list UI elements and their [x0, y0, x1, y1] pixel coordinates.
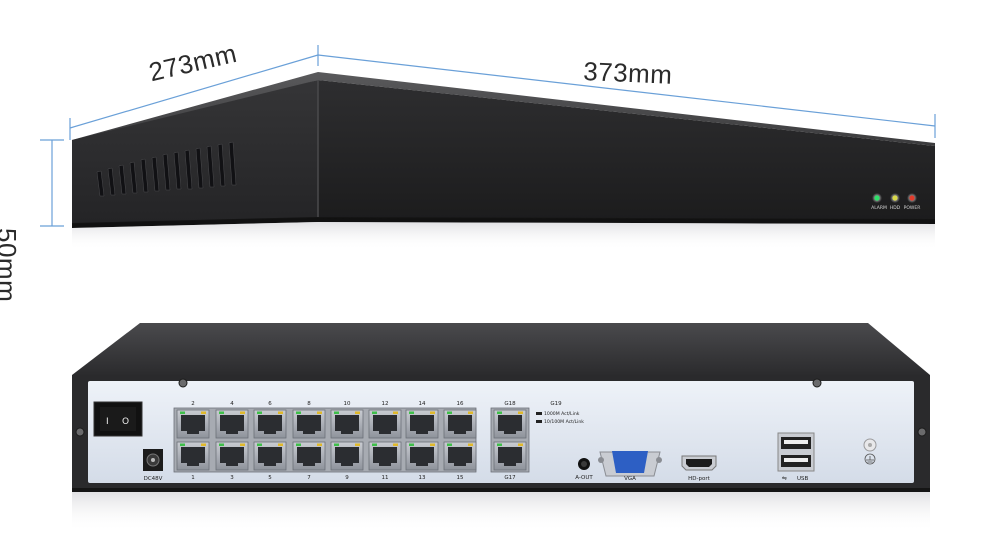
dimension-lines — [40, 45, 936, 227]
audio-out-label: A-OUT — [575, 475, 593, 481]
lan-port[interactable] — [292, 441, 326, 471]
svg-text:2: 2 — [191, 401, 195, 407]
hdmi-port[interactable] — [681, 455, 717, 471]
side-vents — [96, 141, 237, 197]
top-port-numbers: 2 4 6 8 10 12 14 16 — [191, 401, 464, 407]
usb-icon: ⇋ — [782, 475, 787, 482]
usb-label: USB — [797, 476, 809, 482]
svg-text:9: 9 — [345, 475, 349, 481]
svg-text:3: 3 — [230, 475, 234, 481]
legend-item-fast-ethernet: 10/100M Act/Link — [544, 419, 584, 425]
ground-terminal-icon — [863, 438, 877, 465]
legend-item-gigabit: 1000M Act/Link — [544, 411, 580, 417]
usb-ports[interactable] — [777, 432, 815, 472]
alarm-label: ALARM — [871, 205, 887, 211]
uplink-top-label: G18 — [504, 401, 516, 407]
alarm-led-icon — [874, 195, 880, 201]
screws — [75, 378, 927, 437]
power-switch[interactable]: I O — [93, 401, 143, 437]
lan-port[interactable] — [443, 441, 477, 471]
lan-port[interactable] — [215, 409, 249, 439]
lan-port[interactable] — [292, 409, 326, 439]
vga-label: VGA — [624, 476, 636, 482]
lan-port[interactable] — [253, 441, 287, 471]
lan-port[interactable] — [330, 441, 364, 471]
svg-text:12: 12 — [382, 401, 389, 407]
svg-text:I: I — [106, 417, 109, 427]
lan-port[interactable] — [405, 409, 439, 439]
svg-text:10: 10 — [344, 401, 351, 407]
lan-port[interactable] — [405, 441, 439, 471]
nvr-rear-view: I O DC48V 2 4 6 8 10 12 14 16 — [72, 323, 930, 532]
legend-title: G19 — [550, 401, 562, 407]
bottom-port-numbers: 1 3 5 7 9 11 13 15 — [191, 475, 464, 481]
lan-port[interactable] — [443, 409, 477, 439]
hdmi-label: HD-port — [688, 476, 710, 482]
poe-lan-ports — [173, 407, 477, 473]
front-indicators: ALARM HDD POWER — [871, 193, 920, 211]
svg-text:16: 16 — [457, 401, 464, 407]
lan-port[interactable] — [176, 409, 210, 439]
audio-out-jack[interactable] — [578, 458, 590, 470]
uplink-port-g17[interactable] — [493, 441, 527, 471]
lan-port[interactable] — [368, 409, 402, 439]
power-label: POWER — [904, 205, 921, 211]
power-led-icon — [909, 195, 915, 201]
svg-text:7: 7 — [307, 475, 311, 481]
svg-text:4: 4 — [230, 401, 234, 407]
svg-text:13: 13 — [419, 475, 426, 481]
svg-text:11: 11 — [382, 475, 389, 481]
dc-power-jack[interactable] — [143, 449, 163, 471]
dc-input-label: DC48V — [144, 476, 163, 482]
svg-text:15: 15 — [457, 475, 464, 481]
hdd-label: HDD — [890, 205, 901, 211]
hdd-led-icon — [892, 195, 898, 201]
svg-text:14: 14 — [419, 401, 426, 407]
lan-port[interactable] — [215, 441, 249, 471]
svg-text:6: 6 — [268, 401, 272, 407]
lan-port[interactable] — [368, 441, 402, 471]
uplink-port-g18[interactable] — [493, 409, 527, 439]
lan-port[interactable] — [176, 441, 210, 471]
svg-text:5: 5 — [268, 475, 272, 481]
svg-text:8: 8 — [307, 401, 311, 407]
lan-port[interactable] — [253, 409, 287, 439]
nvr-front-view: ALARM HDD POWER — [71, 72, 936, 250]
svg-text:O: O — [122, 417, 129, 427]
svg-text:1: 1 — [191, 475, 195, 481]
lan-port[interactable] — [330, 409, 364, 439]
uplink-bottom-label: G17 — [504, 475, 516, 481]
vga-port[interactable] — [598, 451, 662, 477]
uplink-ports — [490, 407, 530, 473]
